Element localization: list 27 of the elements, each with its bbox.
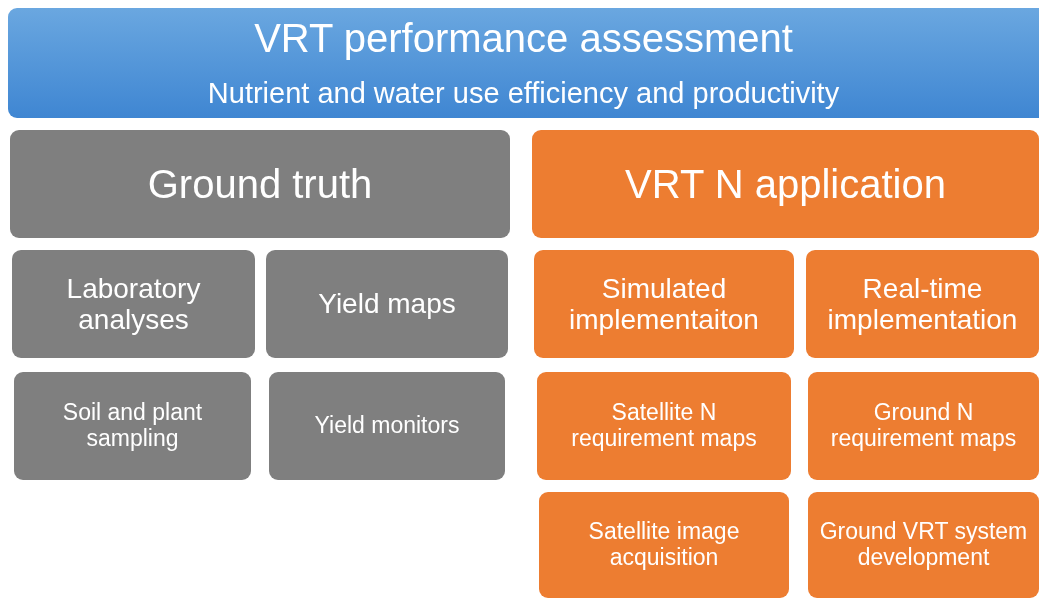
category-box bbox=[806, 250, 1039, 358]
box-label: VRT N application bbox=[625, 161, 946, 207]
header-banner bbox=[8, 8, 1039, 118]
box-label: Soil and plant sampling bbox=[61, 400, 204, 452]
box-label: Real-time implementation bbox=[826, 272, 1019, 336]
category-box bbox=[808, 372, 1039, 480]
box-label: Laboratory analyses bbox=[65, 272, 202, 336]
category-box bbox=[808, 492, 1039, 598]
category-box bbox=[534, 250, 794, 358]
box-label: Simulated implementaiton bbox=[568, 272, 760, 336]
box-label: Ground VRT system development bbox=[818, 519, 1029, 571]
box-label: Yield maps bbox=[318, 288, 456, 320]
box-label: Ground N requirement maps bbox=[829, 400, 1018, 452]
category-box bbox=[266, 250, 508, 358]
banner-subtitle: Nutrient and water use efficiency and productivity bbox=[207, 77, 840, 110]
category-box bbox=[10, 130, 510, 238]
banner-title: VRT performance assessment bbox=[254, 16, 793, 61]
category-box bbox=[12, 250, 255, 358]
category-box bbox=[269, 372, 505, 480]
box-label: Satellite image acquisition bbox=[587, 519, 741, 571]
category-box bbox=[537, 372, 791, 480]
box-label: Satellite N requirement maps bbox=[570, 400, 758, 452]
category-box bbox=[14, 372, 251, 480]
category-box bbox=[539, 492, 789, 598]
box-label: Yield monitors bbox=[314, 413, 460, 439]
box-label: Ground truth bbox=[147, 161, 373, 207]
category-box bbox=[532, 130, 1039, 238]
